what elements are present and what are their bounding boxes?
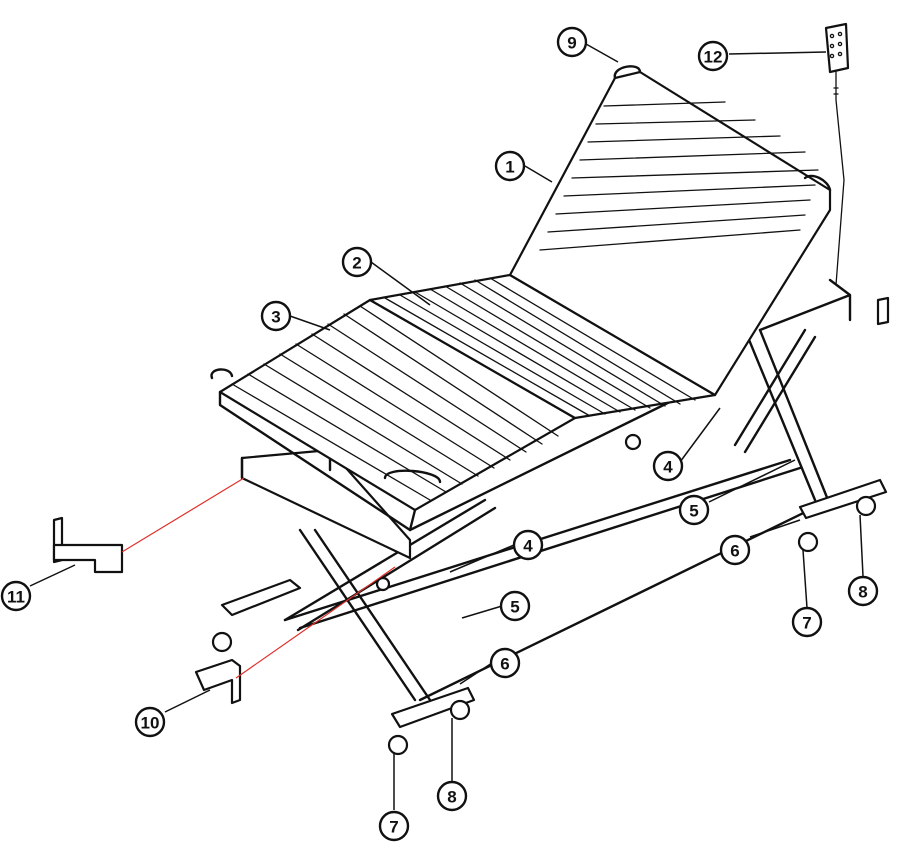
leader-lines bbox=[29, 43, 864, 810]
callout-circle bbox=[436, 780, 468, 812]
callout-number: 8 bbox=[447, 788, 456, 807]
callout-7: 7 bbox=[378, 810, 410, 842]
callout-circle bbox=[0, 580, 32, 612]
callout-9: 9 bbox=[556, 26, 588, 58]
end-bracket-10 bbox=[194, 658, 242, 705]
callout-number: 4 bbox=[663, 458, 673, 477]
callout-circle bbox=[489, 647, 521, 679]
callout-number: 12 bbox=[704, 48, 723, 67]
side-handles bbox=[210, 368, 442, 484]
callout-8: 8 bbox=[847, 575, 879, 607]
callout-circle bbox=[847, 575, 879, 607]
callout-12: 12 bbox=[697, 40, 729, 72]
callout-number: 5 bbox=[689, 502, 698, 521]
callout-7: 7 bbox=[791, 606, 823, 638]
callout-4: 4 bbox=[652, 450, 684, 482]
callout-number: 2 bbox=[352, 254, 361, 273]
callout-3: 3 bbox=[260, 300, 292, 332]
callout-number: 6 bbox=[730, 542, 739, 561]
callout-8: 8 bbox=[436, 780, 468, 812]
base-frame bbox=[211, 328, 888, 756]
callout-circle bbox=[697, 40, 729, 72]
callout-number: 11 bbox=[7, 588, 25, 607]
callout-circle bbox=[378, 810, 410, 842]
callout-5: 5 bbox=[499, 590, 531, 622]
callout-number: 5 bbox=[510, 598, 519, 617]
callout-circle bbox=[791, 606, 823, 638]
callout-number: 4 bbox=[523, 537, 533, 556]
callout-number: 8 bbox=[858, 583, 867, 602]
callout-number: 10 bbox=[141, 714, 160, 733]
end-bracket-11 bbox=[52, 516, 124, 574]
callout-number: 9 bbox=[567, 34, 576, 53]
callout-number: 3 bbox=[271, 308, 280, 327]
callout-10: 10 bbox=[134, 706, 166, 738]
callout-1: 1 bbox=[494, 150, 526, 182]
callout-2: 2 bbox=[341, 246, 373, 278]
callout-circle bbox=[652, 450, 684, 482]
pendant-control bbox=[824, 22, 850, 286]
head-section bbox=[508, 65, 890, 397]
callout-number: 6 bbox=[500, 655, 509, 674]
callout-number: 7 bbox=[389, 818, 398, 837]
callout-circle bbox=[341, 246, 373, 278]
callout-6: 6 bbox=[719, 534, 751, 566]
guide-line-11 bbox=[121, 477, 245, 553]
callout-circle bbox=[512, 529, 544, 561]
callout-6: 6 bbox=[489, 647, 521, 679]
callout-circle bbox=[678, 494, 710, 526]
callout-circle bbox=[260, 300, 292, 332]
callout-11: 11 bbox=[0, 580, 32, 612]
callout-circle bbox=[494, 150, 526, 182]
callout-circle bbox=[556, 26, 588, 58]
callout-5: 5 bbox=[678, 494, 710, 526]
callout-circle bbox=[134, 706, 166, 738]
callout-number: 1 bbox=[505, 158, 514, 177]
callout-circle bbox=[719, 534, 751, 566]
callout-4: 4 bbox=[512, 529, 544, 561]
callout-circle bbox=[499, 590, 531, 622]
guide-line-10 bbox=[235, 566, 396, 679]
callout-number: 7 bbox=[802, 614, 811, 633]
